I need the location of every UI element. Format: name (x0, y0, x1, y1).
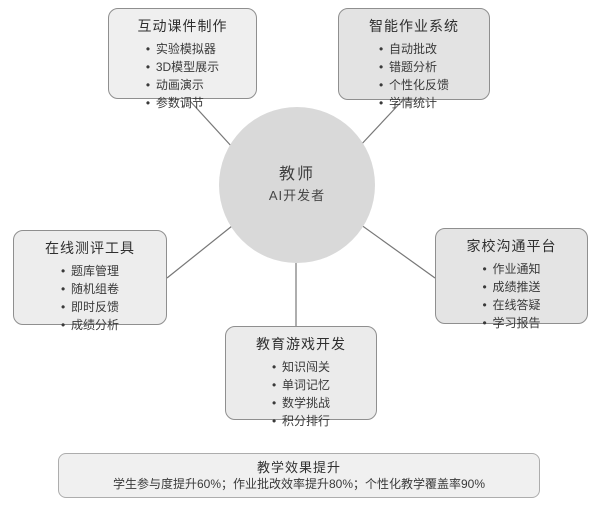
bullet-icon: • (60, 318, 66, 332)
node-item-label: 作业通知 (492, 262, 541, 276)
bullet-icon: • (378, 96, 384, 110)
node-item: • 积分排行 (272, 412, 330, 430)
node-item-label: 单词记忆 (281, 378, 330, 392)
summary-title: 教学效果提升 (256, 459, 341, 475)
bullet-icon: • (60, 300, 66, 314)
node-title: 家校沟通平台 (466, 238, 557, 254)
connector-left (166, 221, 238, 279)
bullet-icon: • (145, 60, 151, 74)
node-item: • 个性化反馈 (379, 76, 449, 94)
node-item: • 作业通知 (482, 260, 540, 278)
node-item: • 题库管理 (61, 262, 119, 280)
summary-box: 教学效果提升 学生参与度提升60%；作业批改效率提升80%；个性化教学覆盖率90… (58, 453, 540, 498)
connector-top-left (189, 100, 234, 149)
node-item: • 动画演示 (146, 76, 219, 94)
node-item-label: 成绩分析 (70, 318, 119, 332)
node-item: • 3D模型展示 (146, 58, 219, 76)
node-item: • 在线答疑 (482, 296, 540, 314)
node-online-assessment: 在线测评工具 • 题库管理 • 随机组卷 • 即时反馈 • 成绩分析 (13, 230, 167, 332)
node-item: • 实验模拟器 (146, 40, 219, 58)
node-title: 教育游戏开发 (256, 336, 346, 352)
bullet-icon: • (271, 378, 277, 392)
node-educational-games: 教育游戏开发 • 知识闯关 • 单词记忆 • 数学挑战 • 积分排行 (225, 326, 377, 428)
bullet-icon: • (145, 78, 151, 92)
node-item-label: 学习报告 (492, 316, 541, 330)
node-item-label: 数学挑战 (281, 396, 330, 410)
node-item-label: 随机组卷 (70, 282, 119, 296)
node-item-label: 自动批改 (388, 42, 437, 56)
bullet-icon: • (271, 396, 277, 410)
node-interactive-courseware: 互动课件制作 • 实验模拟器 • 3D模型展示 • 动画演示 • 参数调节 (108, 8, 257, 110)
bullet-icon: • (271, 360, 277, 374)
node-item: • 即时反馈 (61, 298, 119, 316)
node-item-label: 题库管理 (70, 264, 119, 278)
center-node-teacher: 教师 AI开发者 (219, 107, 375, 263)
bullet-icon: • (145, 42, 151, 56)
bullet-icon: • (482, 280, 487, 294)
center-subtitle: AI开发者 (268, 188, 326, 203)
bullet-icon: • (482, 262, 487, 276)
bullet-icon: • (378, 78, 384, 92)
node-item-label: 实验模拟器 (155, 42, 216, 56)
node-item: • 参数调节 (146, 94, 219, 112)
node-item: • 随机组卷 (61, 280, 119, 298)
center-title: 教师 (278, 166, 315, 183)
bullet-icon: • (60, 264, 66, 278)
node-item: • 学习报告 (482, 314, 540, 332)
bullet-icon: • (378, 42, 384, 56)
node-item-label: 在线答疑 (492, 298, 541, 312)
node-item-label: 参数调节 (155, 96, 204, 110)
node-item: • 数学挑战 (272, 394, 330, 412)
bullet-icon: • (271, 414, 277, 428)
node-item-list: • 自动批改 • 错题分析 • 个性化反馈 • 学情统计 (379, 40, 449, 112)
node-item: • 成绩分析 (61, 316, 119, 334)
summary-text: 学生参与度提升60%；作业批改效率提升80%；个性化教学覆盖率90% (112, 476, 486, 491)
node-item: • 单词记忆 (272, 376, 330, 394)
node-item-label: 个性化反馈 (388, 78, 449, 92)
node-item-label: 即时反馈 (70, 300, 119, 314)
node-item-list: • 作业通知 • 成绩推送 • 在线答疑 • 学习报告 (482, 260, 540, 332)
bullet-icon: • (378, 60, 384, 74)
connector-right (356, 221, 436, 279)
node-title: 智能作业系统 (369, 18, 459, 34)
node-item: • 自动批改 (379, 40, 449, 58)
node-item-list: • 题库管理 • 随机组卷 • 即时反馈 • 成绩分析 (61, 262, 119, 334)
node-item: • 错题分析 (379, 58, 449, 76)
node-item: • 成绩推送 (482, 278, 540, 296)
node-title: 互动课件制作 (137, 18, 228, 34)
node-item: • 学情统计 (379, 94, 449, 112)
node-item-list: • 知识闯关 • 单词记忆 • 数学挑战 • 积分排行 (272, 358, 330, 430)
node-item-label: 动画演示 (155, 78, 204, 92)
node-item-label: 成绩推送 (492, 280, 541, 294)
node-item-label: 积分排行 (281, 414, 330, 428)
node-item-label: 3D模型展示 (155, 60, 220, 74)
node-title: 在线测评工具 (45, 240, 135, 256)
bullet-icon: • (60, 282, 66, 296)
node-home-school-platform: 家校沟通平台 • 作业通知 • 成绩推送 • 在线答疑 • 学习报告 (435, 228, 588, 330)
bullet-icon: • (145, 96, 151, 110)
node-item-label: 知识闯关 (281, 360, 330, 374)
node-item: • 知识闯关 (272, 358, 330, 376)
node-item-label: 学情统计 (388, 96, 437, 110)
bullet-icon: • (482, 316, 487, 330)
connector-top-right (357, 100, 403, 149)
node-smart-homework: 智能作业系统 • 自动批改 • 错题分析 • 个性化反馈 • 学情统计 (338, 8, 490, 110)
node-item-list: • 实验模拟器 • 3D模型展示 • 动画演示 • 参数调节 (146, 40, 219, 112)
bullet-icon: • (482, 298, 487, 312)
node-item-label: 错题分析 (388, 60, 437, 74)
